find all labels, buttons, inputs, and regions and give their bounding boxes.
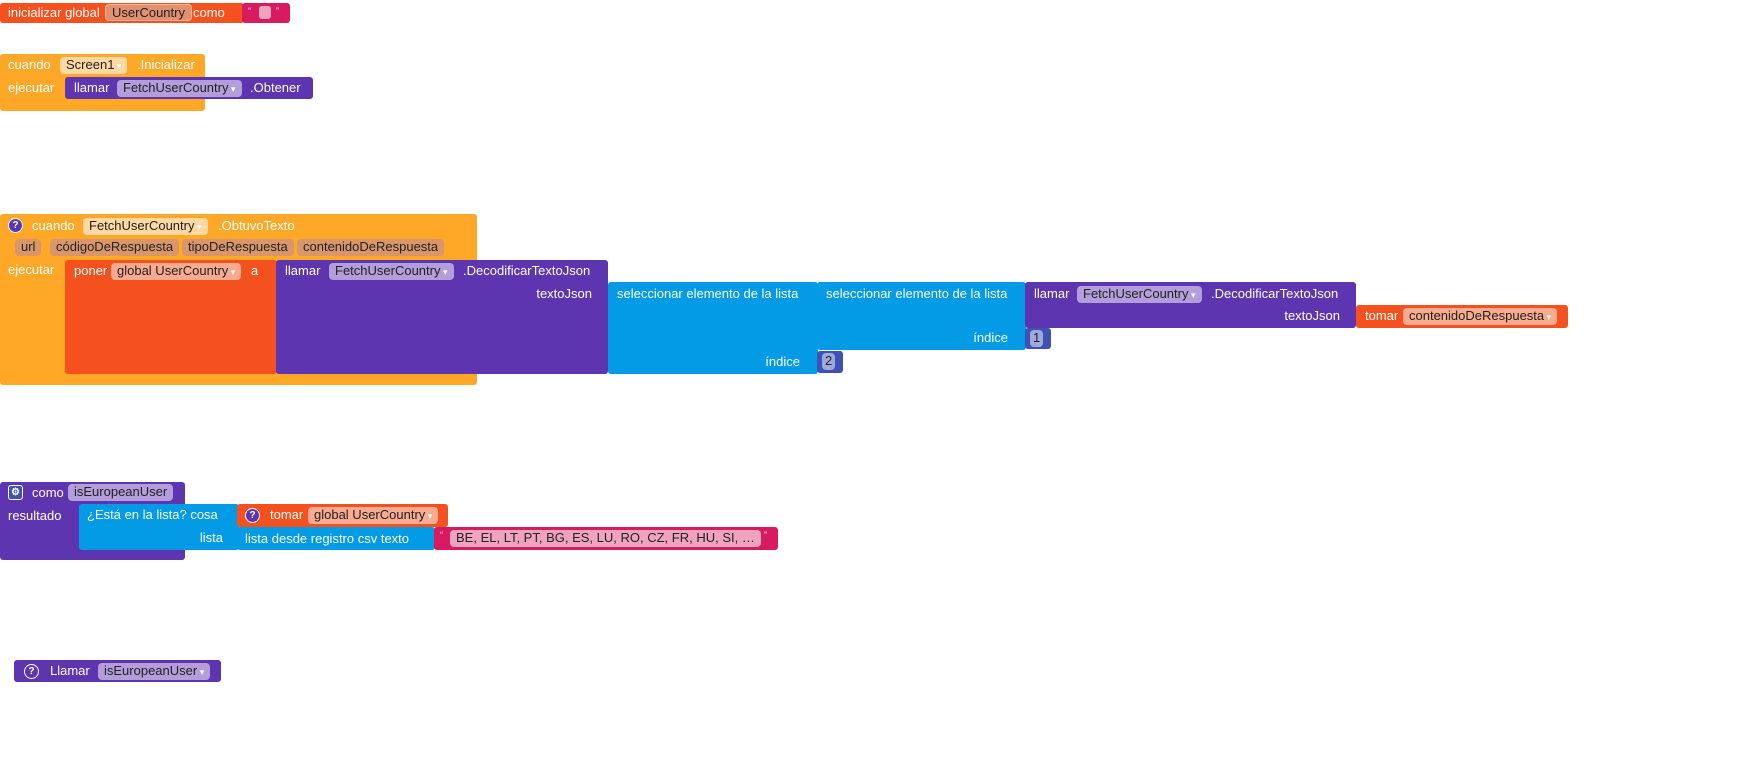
init-global-block[interactable]: inicializar global UserCountry como bbox=[0, 3, 244, 23]
llamar-label: Llamar bbox=[50, 663, 90, 678]
variable-dropdown[interactable]: contenidoDeRespuesta bbox=[1403, 308, 1558, 325]
gear-icon[interactable]: ⚙ bbox=[8, 485, 23, 500]
llamar-label: llamar bbox=[1034, 286, 1070, 301]
variable-dropdown[interactable]: global UserCountry bbox=[308, 507, 439, 524]
select-list-item-block-2[interactable]: seleccionar elemento de la lista índice bbox=[817, 282, 1026, 350]
number-block-2[interactable]: 2 bbox=[817, 351, 843, 373]
a-label: a bbox=[251, 263, 259, 278]
csv-list-block[interactable]: lista desde registro csv texto bbox=[237, 527, 435, 550]
method-label: .DecodificarTextoJson bbox=[463, 263, 591, 278]
como-label: como bbox=[32, 485, 64, 500]
llamar-label: llamar bbox=[74, 80, 110, 95]
ejecutar-label: ejecutar bbox=[8, 80, 55, 95]
method-label: .DecodificarTextoJson bbox=[1211, 286, 1339, 301]
text-value-field[interactable] bbox=[259, 6, 271, 19]
decode-json-block-2[interactable]: llamar FetchUserCountry .DecodificarText… bbox=[1025, 282, 1356, 328]
text-value-field[interactable]: BE, EL, LT, PT, BG, ES, LU, RO, CZ, FR, … bbox=[450, 530, 761, 547]
close-quote: ” bbox=[764, 530, 767, 540]
get-global-block[interactable]: ? tomar global UserCountry bbox=[237, 504, 448, 527]
is-in-list-label: ¿Está en la lista? cosa bbox=[87, 507, 218, 522]
tomar-label: tomar bbox=[270, 507, 304, 522]
help-icon[interactable]: ? bbox=[245, 508, 260, 523]
event-label: .ObtuvoTexto bbox=[218, 218, 295, 233]
get-response-content-block[interactable]: tomar contenidoDeRespuesta bbox=[1356, 305, 1568, 328]
global-name-field[interactable]: UserCountry bbox=[105, 4, 192, 21]
ejecutar-label: ejecutar bbox=[8, 262, 55, 277]
open-quote: “ bbox=[248, 6, 251, 16]
arg-label: textoJson bbox=[536, 286, 592, 301]
procedure-dropdown[interactable]: isEuropeanUser bbox=[98, 663, 211, 680]
llamar-label: llamar bbox=[285, 263, 321, 278]
init-label: inicializar global bbox=[8, 5, 100, 20]
component-dropdown[interactable]: FetchUserCountry bbox=[1077, 286, 1202, 303]
cuando-label: cuando bbox=[32, 218, 75, 233]
number-field[interactable]: 2 bbox=[822, 353, 836, 370]
open-quote: “ bbox=[440, 530, 443, 540]
tomar-label: tomar bbox=[1365, 308, 1399, 323]
help-icon[interactable]: ? bbox=[24, 664, 39, 679]
select-list-item-block-1[interactable]: seleccionar elemento de la lista índice bbox=[608, 282, 818, 374]
component-dropdown[interactable]: FetchUserCountry bbox=[83, 218, 208, 235]
select-label: seleccionar elemento de la lista bbox=[617, 286, 799, 301]
set-global-block[interactable]: poner global UserCountry a bbox=[65, 260, 277, 374]
param-url[interactable]: url bbox=[15, 239, 42, 256]
indice-label: índice bbox=[765, 354, 800, 369]
number-block-1[interactable]: 1 bbox=[1025, 328, 1051, 349]
component-dropdown[interactable]: Screen1 bbox=[60, 57, 128, 74]
procedure-name-field[interactable]: isEuropeanUser bbox=[68, 484, 174, 501]
country-text-block[interactable]: “ BE, EL, LT, PT, BG, ES, LU, RO, CZ, FR… bbox=[434, 527, 778, 550]
cuando-label: cuando bbox=[8, 57, 51, 72]
param-response-content[interactable]: contenidoDeRespuesta bbox=[297, 239, 445, 256]
param-response-code[interactable]: códigoDeRespuesta bbox=[50, 239, 180, 256]
component-dropdown[interactable]: FetchUserCountry bbox=[329, 263, 454, 280]
call-isEuropeanUser-block[interactable]: ? Llamar isEuropeanUser bbox=[14, 660, 221, 682]
indice-label: índice bbox=[973, 330, 1008, 345]
call-obtener-block[interactable]: llamar FetchUserCountry .Obtener bbox=[65, 77, 313, 99]
event-label: .Inicializar bbox=[137, 57, 195, 72]
help-icon[interactable]: ? bbox=[8, 218, 23, 233]
arg-label: textoJson bbox=[1284, 308, 1340, 323]
component-dropdown[interactable]: FetchUserCountry bbox=[117, 80, 242, 97]
resultado-label: resultado bbox=[8, 508, 62, 523]
number-field[interactable]: 1 bbox=[1030, 330, 1044, 347]
close-quote: ” bbox=[276, 6, 279, 16]
decode-json-block-1[interactable]: llamar FetchUserCountry .DecodificarText… bbox=[276, 260, 608, 374]
param-response-type[interactable]: tipoDeRespuesta bbox=[182, 239, 294, 256]
variable-dropdown[interactable]: global UserCountry bbox=[111, 263, 242, 280]
empty-text-block[interactable]: “ ” bbox=[242, 3, 290, 23]
select-label: seleccionar elemento de la lista bbox=[826, 286, 1008, 301]
csv-label: lista desde registro csv texto bbox=[245, 531, 410, 546]
is-in-list-block[interactable]: ¿Está en la lista? cosa lista bbox=[79, 504, 239, 550]
lista-label: lista bbox=[199, 530, 223, 545]
como-label: como bbox=[193, 5, 225, 20]
poner-label: poner bbox=[74, 263, 108, 278]
method-label: .Obtener bbox=[250, 80, 301, 95]
